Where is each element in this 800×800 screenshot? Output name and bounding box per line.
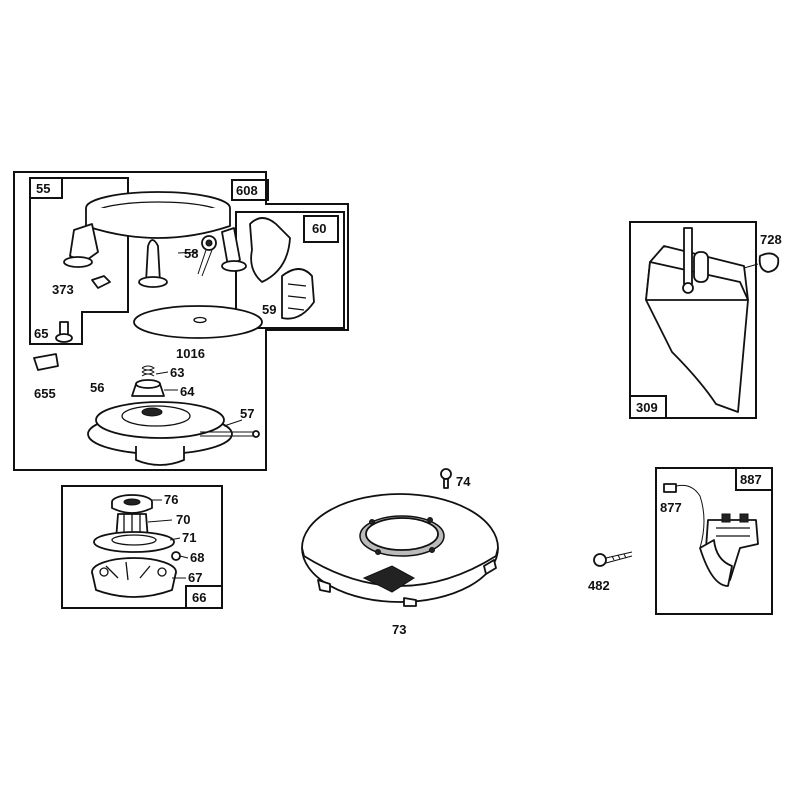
retainer-64 xyxy=(131,379,165,397)
ball-68 xyxy=(171,551,181,561)
label-71: 71 xyxy=(182,530,196,545)
rope-end-57 xyxy=(252,430,260,438)
label-box-66 xyxy=(185,585,223,609)
label-box-608 xyxy=(231,179,269,201)
clutch-leaders xyxy=(147,499,189,579)
screw-58 xyxy=(197,235,217,277)
screw-482 xyxy=(593,551,633,567)
label-655: 655 xyxy=(34,386,56,401)
label-58: 58 xyxy=(184,246,198,261)
label-482: 482 xyxy=(588,578,610,593)
air-vane-group-outline xyxy=(629,221,757,419)
cup-71 xyxy=(93,531,175,553)
pulley-56 xyxy=(87,401,233,466)
label-box-60 xyxy=(303,215,339,243)
label-55: 55 xyxy=(36,181,50,196)
label-73: 73 xyxy=(392,622,406,637)
label-67: 67 xyxy=(188,570,202,585)
leader-lines xyxy=(155,251,243,427)
air-vane-group: 728 309 xyxy=(629,221,782,419)
armature-887 xyxy=(699,513,759,587)
label-box-309 xyxy=(629,395,667,419)
label-63: 63 xyxy=(170,365,184,380)
blower-housing xyxy=(63,191,247,272)
label-887: 887 xyxy=(740,472,762,487)
label-57: 57 xyxy=(240,406,254,421)
wire-877 xyxy=(663,483,705,549)
starter-group-outline xyxy=(13,171,349,471)
plate-1016 xyxy=(133,305,263,339)
armature-group-outline xyxy=(655,467,773,615)
label-box-55 xyxy=(29,177,63,199)
armature-group: 877 887 xyxy=(655,467,773,615)
label-65: 65 xyxy=(34,326,48,341)
clip-655 xyxy=(33,353,59,371)
label-66: 66 xyxy=(192,590,206,605)
housing-67 xyxy=(91,557,177,598)
starter-assembly-group: 55 608 60 58 373 59 65 1016 655 63 56 64… xyxy=(13,171,349,471)
screw-74 xyxy=(440,468,452,489)
label-74: 74 xyxy=(456,474,471,489)
label-59: 59 xyxy=(262,302,276,317)
rope-57 xyxy=(199,431,256,437)
label-56: 56 xyxy=(90,380,104,395)
housing-post xyxy=(138,239,168,288)
label-309: 309 xyxy=(636,400,658,415)
link-728 xyxy=(743,252,780,273)
screen-group: 74 73 xyxy=(301,468,499,637)
label-608: 608 xyxy=(236,183,258,198)
label-877: 877 xyxy=(660,500,682,515)
label-box-887 xyxy=(735,467,773,491)
nut-373 xyxy=(91,275,111,289)
cap-76 xyxy=(111,494,153,514)
label-60: 60 xyxy=(312,221,326,236)
label-76: 76 xyxy=(164,492,178,507)
label-64: 64 xyxy=(180,384,195,399)
rotating-screen-73 xyxy=(301,493,499,607)
label-728: 728 xyxy=(760,232,782,247)
bolt-65 xyxy=(55,321,73,343)
label-70: 70 xyxy=(176,512,190,527)
handle-60 xyxy=(249,217,291,283)
housing-subgroup-outline xyxy=(29,177,129,345)
label-373: 373 xyxy=(52,282,74,297)
insert-59 xyxy=(281,268,315,320)
label-1016: 1016 xyxy=(176,346,205,361)
air-vane-309 xyxy=(645,227,749,413)
clutch-group: 76 70 71 68 67 66 xyxy=(61,485,223,609)
spring-63 xyxy=(141,365,155,377)
label-68: 68 xyxy=(190,550,204,565)
